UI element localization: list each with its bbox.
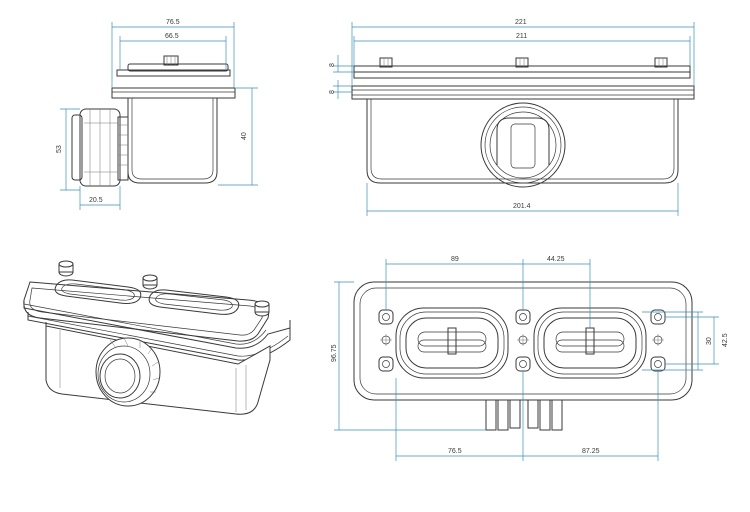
iso-slot-right xyxy=(148,289,240,315)
dim-side-left-height: 53 xyxy=(56,145,63,153)
front-top-plate xyxy=(353,71,691,79)
side-flange xyxy=(111,87,236,99)
dim-side-nut-width: 20.5 xyxy=(89,197,103,204)
front-screw-left xyxy=(379,57,393,68)
top-slot-left-outer xyxy=(395,307,509,379)
front-body xyxy=(366,99,679,184)
tab-6 xyxy=(551,397,563,431)
dim-top-bottom-right: 87.25 xyxy=(582,448,600,455)
dim-front-body-width: 201.4 xyxy=(513,203,531,210)
side-thread xyxy=(117,116,129,181)
isometric-view xyxy=(23,260,291,415)
front-flange xyxy=(351,85,695,100)
side-outlet-ring xyxy=(71,114,83,181)
top-view: 89 44.25 96.75 30 42.5 76.5 87.25 xyxy=(331,256,729,461)
dim-top-slot-height: 30 xyxy=(706,337,713,345)
top-slot-right-bar-top xyxy=(555,331,625,347)
top-slot-left-clip xyxy=(447,327,457,355)
front-screw-right xyxy=(654,57,668,68)
front-screw-center xyxy=(515,57,529,68)
dim-top-hole-spacing: 42.5 xyxy=(722,333,729,347)
tab-5 xyxy=(539,397,551,431)
tab-3 xyxy=(509,397,521,429)
dim-side-overall-width: 76.5 xyxy=(166,19,180,26)
dim-front-flange-top: 8 xyxy=(329,63,336,67)
dim-side-right-height: 40 xyxy=(241,132,248,140)
tab-2 xyxy=(497,397,509,431)
side-view: 76.5 66.5 40 53 20.5 xyxy=(56,19,258,210)
dim-side-inner-width: 66.5 xyxy=(165,33,179,40)
side-body xyxy=(127,98,218,184)
iso-outlet-bore xyxy=(99,353,141,399)
dim-front-flange-bottom: 8 xyxy=(329,90,336,94)
front-outlet-nut xyxy=(480,102,566,188)
dim-top-pitch-left: 89 xyxy=(451,256,459,263)
top-center-marks xyxy=(380,334,664,346)
side-top-plate xyxy=(116,69,231,77)
iso-slot-left xyxy=(54,279,142,304)
dim-top-pitch-right: 44.25 xyxy=(547,256,565,263)
dim-front-overall-width: 221 xyxy=(515,19,527,26)
dim-front-inner-width: 211 xyxy=(516,33,527,40)
tab-4 xyxy=(527,397,539,429)
top-screw-holes xyxy=(378,309,666,372)
top-slot-left-inner xyxy=(405,317,499,369)
dim-top-overall-height: 96.75 xyxy=(331,344,338,362)
top-outlet-tabs xyxy=(485,397,563,431)
top-slot-left-bar-bottom xyxy=(417,339,487,353)
dim-top-bottom-left: 76.5 xyxy=(448,448,462,455)
iso-flange xyxy=(23,300,291,349)
front-outlet-bore xyxy=(496,117,550,165)
top-slot-right-bar-bottom xyxy=(555,339,625,353)
front-view: 221 211 8 8 201.4 xyxy=(329,19,695,216)
tab-1 xyxy=(485,397,497,431)
top-slot-left-bar-top xyxy=(417,331,487,347)
